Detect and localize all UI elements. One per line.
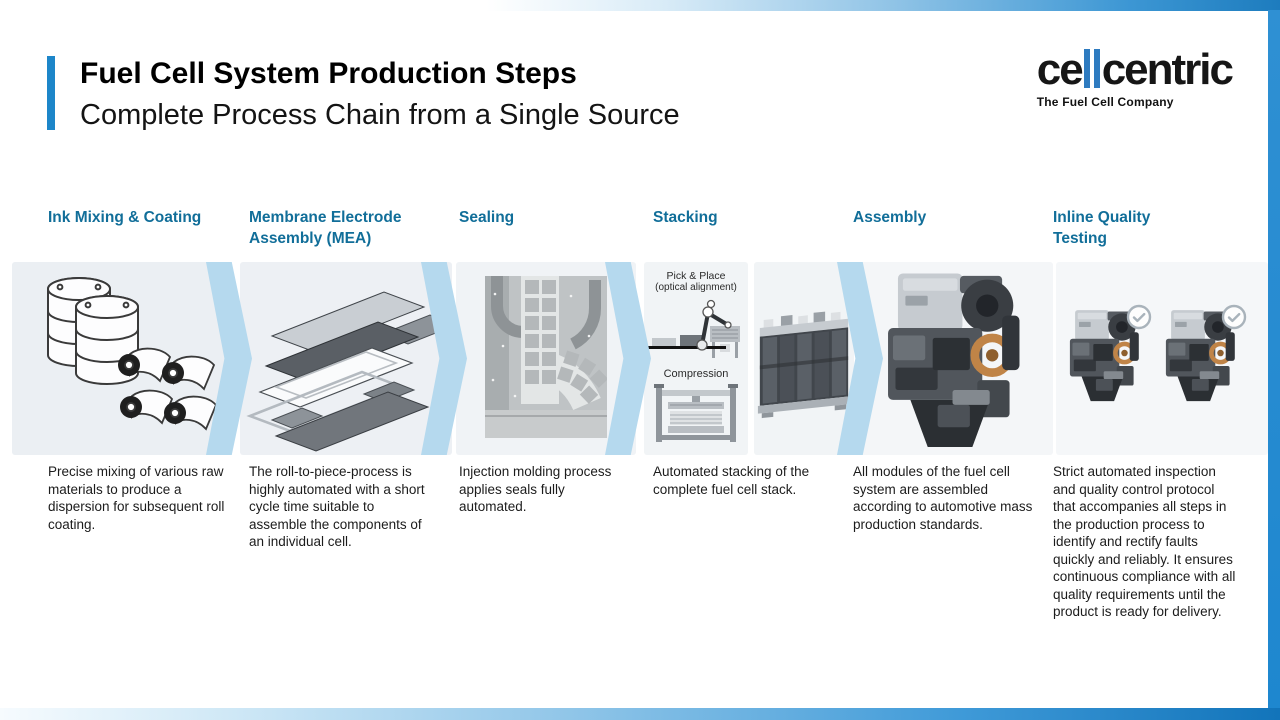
step-description-sealing: Injection molding process applies seals … [459,464,612,514]
panel-mea [240,262,452,455]
step-description-quality: Strict automated inspection and quality … [1053,464,1236,619]
page-title: Fuel Cell System Production Steps [80,57,577,90]
page-subtitle: Complete Process Chain from a Single Sou… [80,99,680,131]
panel-stacking-process: Pick & Place (optical alignment) [644,262,748,455]
step-header-assembly: Assembly [853,209,927,226]
logo-bar-icon [1083,49,1090,88]
panel-assembly [856,262,1053,455]
process-band: Pick & Place (optical alignment) [12,262,1268,455]
frame-right-bar [1268,10,1280,708]
panel-quality-testing [1056,262,1268,455]
barrels-and-rolls-illustration [47,277,218,431]
fuel-cell-stack-illustration [757,311,851,419]
frame-top-gradient-bar [0,0,1280,11]
step-header-mea: Membrane Electrode Assembly (MEA) [249,209,402,247]
pick-place-label: Pick & Place [666,270,726,282]
logo-text-left: ce [1036,45,1084,94]
fuel-cell-system-photo [880,266,1030,452]
step-header-quality: Inline Quality Testing [1053,209,1151,247]
panel-stacking-stack [754,262,854,455]
seal-microstructure-photo [485,276,607,438]
logo-text-right: centric [1101,45,1234,94]
step-description-stacking: Automated stacking of the complete fuel … [653,464,810,497]
cellcentric-logo: ce centric The Fuel Cell Company [1036,45,1234,110]
title-accent-bar [47,56,55,130]
optical-alignment-label: (optical alignment) [655,282,737,293]
compression-label: Compression [663,368,729,380]
compression-press-illustration [654,384,738,442]
step-description-ink-mixing: Precise mixing of various raw materials … [48,464,225,532]
check-circle-icon [1126,304,1152,330]
logo-tagline: The Fuel Cell Company [1036,95,1174,109]
step-header-stacking: Stacking [653,209,718,226]
step-description-assembly: All modules of the fuel cell system are … [853,464,1033,532]
logo-bar-icon [1093,49,1100,88]
mea-layers-illustration [246,291,450,452]
step-header-sealing: Sealing [459,209,515,226]
frame-bottom-gradient-bar [0,708,1280,720]
panel-sealing [456,262,636,455]
pick-place-robot-illustration [646,299,740,358]
quality-engines-group [1056,262,1268,455]
step-description-mea: The roll-to-piece-process is highly auto… [249,464,425,549]
step-header-ink-mixing: Ink Mixing & Coating [48,209,202,226]
logo-wordmark: ce centric [1036,45,1234,94]
panel-ink-mixing [12,262,230,455]
check-circle-icon [1221,304,1247,330]
